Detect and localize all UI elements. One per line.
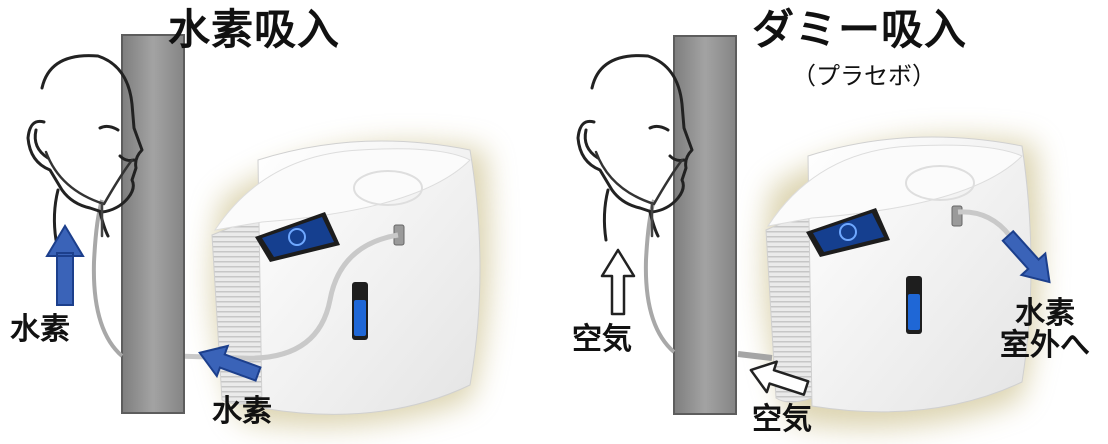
right-person-label: 空気: [572, 322, 632, 357]
hydrogen-generator-icon: [763, 136, 1041, 429]
flow-arrow-icon: [600, 248, 636, 316]
right-scene: [576, 35, 1051, 429]
right-exhaust-label-line2: 室外へ: [1000, 327, 1090, 363]
right-exhaust-label: 水素 室外へ: [1000, 298, 1090, 361]
right-subtitle: （プラセボ）: [792, 62, 936, 90]
hydrogen-generator-icon: [211, 140, 490, 427]
flow-arrow-icon: [45, 224, 85, 306]
left-scene: [26, 34, 490, 427]
right-exhaust-label-line1: 水素: [1015, 296, 1075, 331]
wall-panel-icon: [673, 35, 737, 415]
left-title: 水素吸入: [168, 5, 341, 54]
flow-arrow-icon: [749, 360, 810, 396]
right-device-label: 空気: [752, 402, 812, 437]
flow-arrow-icon: [1001, 229, 1051, 284]
right-title: ダミー吸入: [752, 5, 968, 54]
left-person-label: 水素: [10, 312, 70, 347]
cannula-tube-icon: [175, 232, 399, 361]
head-outline-icon: [576, 54, 694, 242]
left-device-label: 水素: [212, 394, 272, 429]
head-outline-icon: [26, 54, 144, 242]
flow-arrow-icon: [198, 344, 262, 382]
